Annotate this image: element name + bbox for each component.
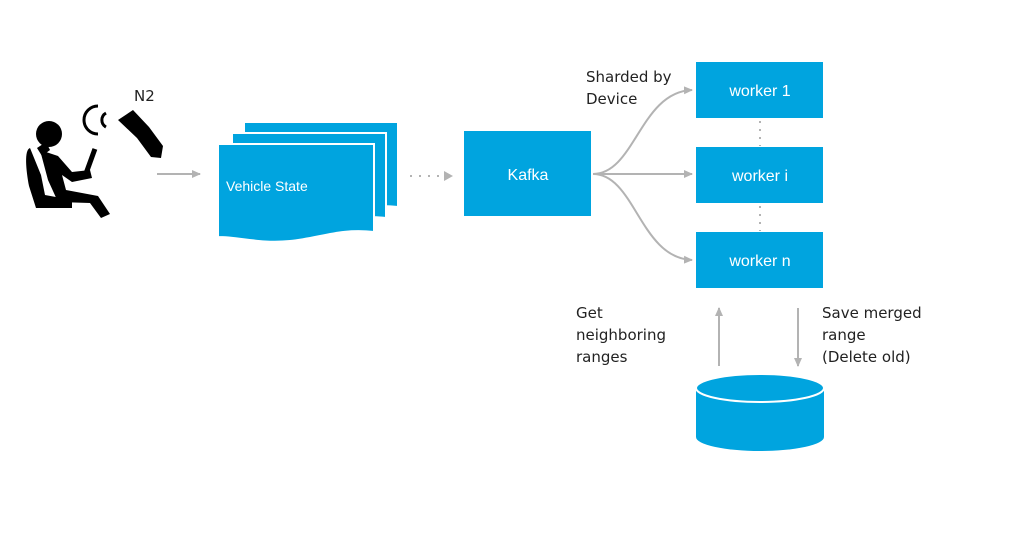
save-label-line2: range [822,326,866,344]
sharded-label-line2: Device [586,90,637,108]
worker-label-1: worker 1 [728,83,790,100]
device-tag-label: N2 [134,87,155,105]
arrow-kafka-to-worker-n [592,173,693,264]
vehicle-state-label: Vehicle State [226,178,308,194]
worker-label-n: worker n [728,253,790,270]
arrow-kafka-to-worker-1 [592,86,693,175]
sharded-label-line1: Sharded by [586,68,672,86]
car-key-fob-icon [118,110,163,158]
driver-seated-icon [26,121,110,218]
wireless-signal-icon [82,104,107,136]
dotted-arrowhead [444,171,453,181]
vehicle-state-stack [217,121,399,243]
get-label-line1: Get [576,304,603,322]
save-label-line3: (Delete old) [822,348,911,366]
get-label-line2: neighboring [576,326,666,344]
worker-label-i: worker i [731,168,788,185]
get-label-line3: ranges [576,348,628,366]
worker-box-i [696,147,823,203]
kafka-label: Kafka [508,167,549,184]
save-label-line1: Save merged [822,304,922,322]
kafka-box [464,131,591,216]
worker-box-1 [696,62,823,118]
database-cylinder-icon [695,373,825,451]
worker-box-n [696,232,823,288]
